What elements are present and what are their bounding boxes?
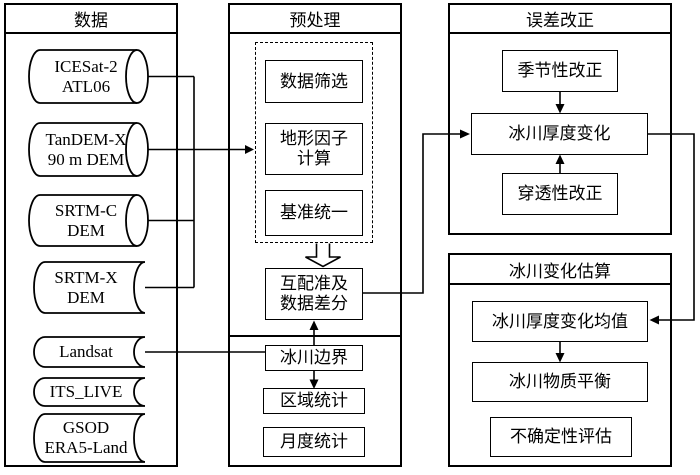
node-terrain-factor-calc: 地形因子 计算 bbox=[265, 123, 363, 175]
node-glacier-thickness-change: 冰川厚度变化 bbox=[471, 113, 648, 155]
group-glacier-change-estimation-title: 冰川变化估算 bbox=[450, 255, 670, 285]
node-data-filtering: 数据筛选 bbox=[265, 60, 363, 103]
node-uncertainty-assessment: 不确定性评估 bbox=[490, 417, 632, 457]
node-penetration-correction: 穿透性改正 bbox=[502, 173, 618, 215]
label-srtm-x: SRTM-X DEM bbox=[54, 267, 118, 307]
node-regional-statistics: 区域统计 bbox=[263, 388, 365, 414]
node-monthly-statistics: 月度统计 bbox=[263, 427, 365, 457]
node-glacier-boundary: 冰川边界 bbox=[265, 345, 363, 371]
label-srtm-c: SRTM-C DEM bbox=[54, 200, 118, 240]
label-icesat2: ICESat-2 ATL06 bbox=[54, 56, 118, 96]
group-error-correction-title: 误差改正 bbox=[450, 5, 670, 34]
node-glacier-mass-balance: 冰川物质平衡 bbox=[472, 362, 648, 402]
label-gsod-era5: GSOD ERA5-Land bbox=[44, 418, 128, 457]
node-mean-glacier-thickness-change: 冰川厚度变化均值 bbox=[472, 301, 648, 342]
group-data-title: 数据 bbox=[6, 5, 176, 34]
label-its-live: ITS_LIVE bbox=[49, 382, 123, 401]
label-tandem-x: TanDEM-X 90 m DEM bbox=[45, 129, 127, 169]
node-coregistration-differencing: 互配准及 数据差分 bbox=[265, 268, 363, 320]
node-datum-unification: 基准统一 bbox=[265, 190, 363, 236]
label-landsat: Landsat bbox=[59, 342, 113, 361]
group-preprocessing-title: 预处理 bbox=[230, 5, 400, 34]
node-seasonal-correction: 季节性改正 bbox=[502, 50, 618, 92]
